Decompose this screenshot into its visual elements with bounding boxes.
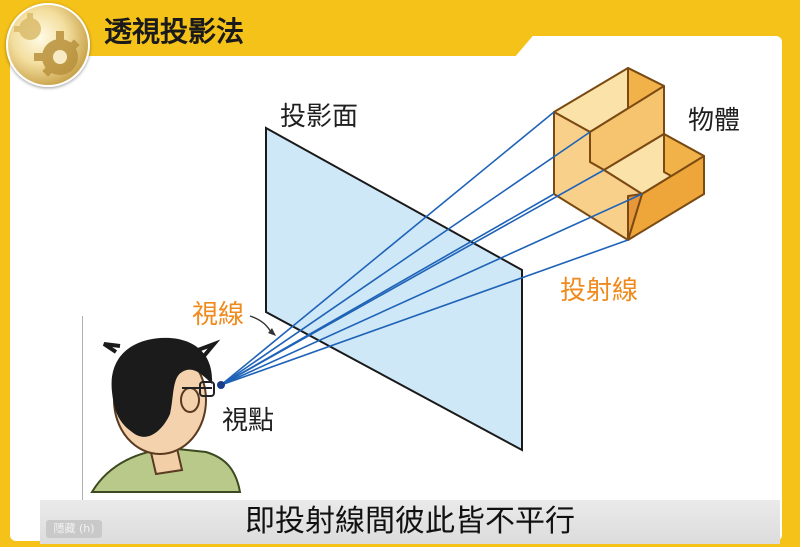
observer-figure bbox=[90, 337, 242, 493]
sight-line-label: 視線 bbox=[192, 300, 245, 330]
hide-hint-button[interactable]: 隱藏 (h) bbox=[46, 520, 102, 538]
object-block bbox=[553, 67, 705, 241]
divider bbox=[82, 316, 83, 506]
gear-icon bbox=[6, 3, 90, 87]
caption-bar: 即投射線間彼此皆不平行 bbox=[40, 500, 780, 544]
sight-line-arrow bbox=[249, 315, 273, 335]
projection-lines bbox=[220, 111, 643, 386]
object-label: 物體 bbox=[688, 106, 741, 136]
page-title: 透視投影法 bbox=[104, 15, 245, 48]
plane-label: 投影面 bbox=[280, 102, 359, 132]
viewpoint-dot bbox=[217, 381, 225, 389]
projection-plane bbox=[265, 126, 523, 452]
caption-text: 即投射線間彼此皆不平行 bbox=[245, 504, 575, 539]
projection-lines-label: 投射線 bbox=[560, 276, 639, 306]
viewpoint-label: 視點 bbox=[222, 406, 275, 436]
title-tab: 透視投影法 bbox=[68, 4, 560, 56]
